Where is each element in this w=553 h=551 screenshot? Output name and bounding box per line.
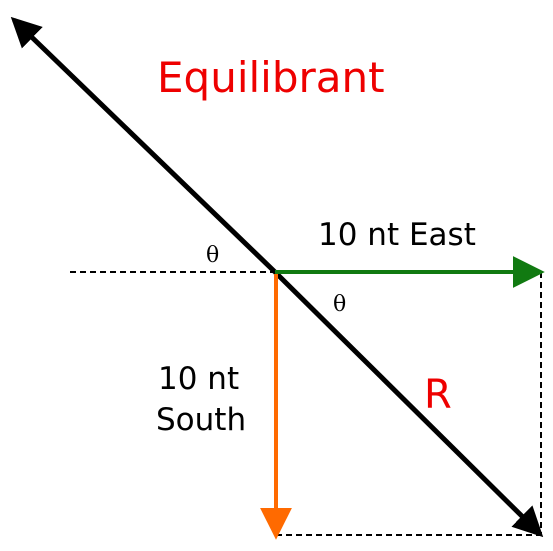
resultant-vector — [273, 270, 544, 538]
south-vector-label-line1: 10 nt — [158, 361, 239, 397]
south-vector-label-line2: South — [156, 402, 246, 438]
theta-right-angle-label: θ — [333, 292, 346, 317]
resultant-label: R — [424, 372, 452, 418]
theta-left-angle-label: θ — [206, 243, 219, 268]
equilibrant-resultant-vector — [10, 16, 277, 274]
east-vector-label: 10 nt East — [318, 217, 476, 253]
equilibrant-label: Equilibrant — [157, 53, 385, 102]
